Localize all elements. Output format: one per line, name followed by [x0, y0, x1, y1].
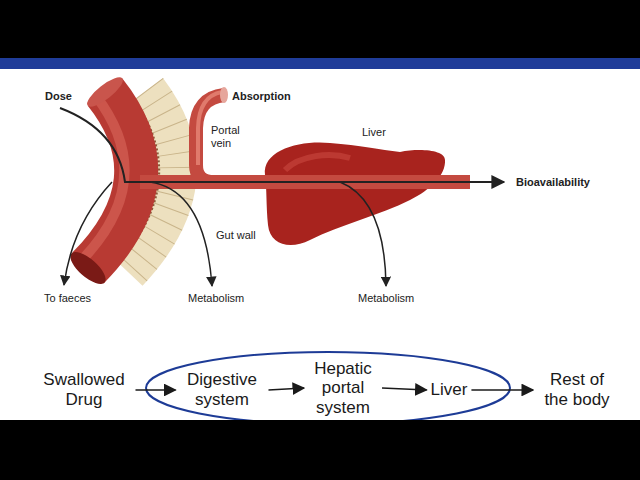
gut-metabolism-arrow [150, 182, 212, 286]
part-label: Dose [45, 90, 72, 103]
part-label: To faeces [44, 292, 91, 305]
liver-metabolism-arrow [340, 182, 386, 286]
part-label: Gut wall [216, 229, 258, 242]
step-text: Swallowed Drug [37, 370, 132, 409]
bottom-bar [0, 420, 640, 480]
drug-path [60, 108, 504, 182]
part-label: Portal vein [211, 124, 253, 150]
flow-step: Swallowed Drug [37, 370, 132, 409]
grouping-ellipse [146, 352, 510, 424]
top-bar [0, 0, 640, 58]
flow-arrow [382, 388, 427, 390]
portal-vein [196, 95, 470, 182]
step-text: Hepatic portal system [308, 359, 378, 418]
part-label: Absorption [232, 90, 291, 103]
flow-arrow [269, 388, 305, 390]
flow-arrow [136, 389, 176, 391]
part-label: Bioavailability [516, 176, 590, 189]
liver-shine [285, 155, 350, 170]
flow-step: Digestive system [180, 370, 265, 409]
flow-step: Hepatic portal system [308, 359, 378, 418]
flow-step: Rest of the body [537, 370, 617, 409]
flow-arrow [471, 389, 533, 391]
portal-vein-opening [220, 87, 228, 103]
part-label: Liver [362, 126, 386, 139]
gut-bottom-opening [65, 247, 110, 289]
step-text: Digestive system [180, 370, 265, 409]
liver-shape [265, 142, 445, 245]
part-label: Metabolism [358, 292, 414, 305]
faeces-arrow [64, 182, 112, 285]
part-label: Metabolism [188, 292, 244, 305]
blue-rule [0, 58, 640, 69]
gut-top-opening [83, 73, 126, 111]
flow-step: Liver [431, 380, 468, 400]
step-text: Liver [431, 380, 468, 400]
step-text: Rest of the body [537, 370, 617, 409]
